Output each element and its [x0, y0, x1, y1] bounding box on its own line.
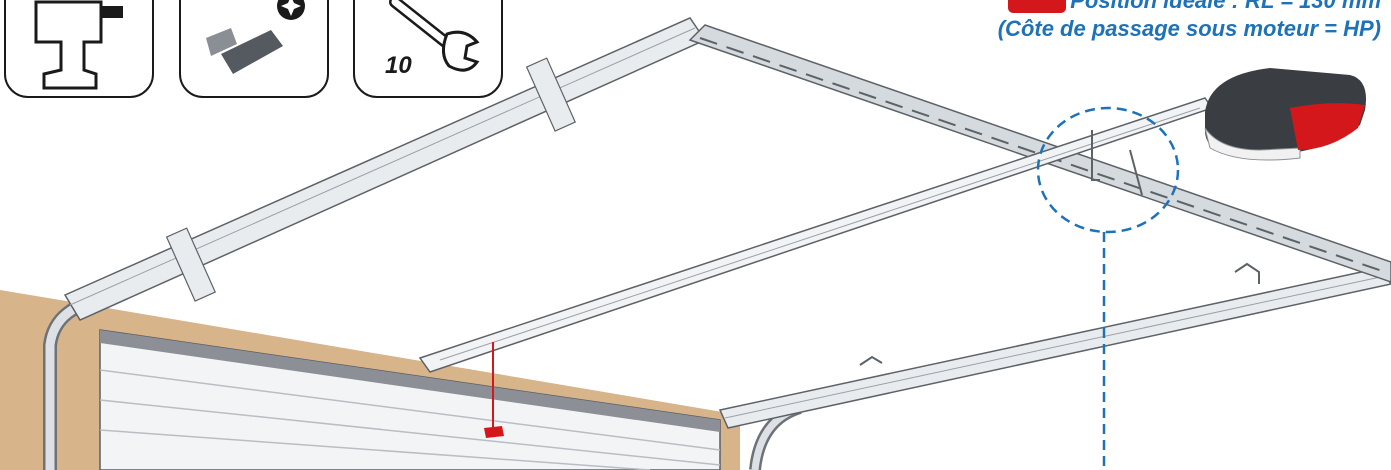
motor-unit [1204, 68, 1366, 161]
left-horizontal-rail [63, 17, 707, 321]
wrench-icon [389, 0, 480, 72]
bit-tool-box [179, 0, 329, 98]
right-horizontal-rail [718, 262, 1391, 429]
wrench-tool-box: 10 [353, 0, 503, 98]
measurement-callout [1036, 106, 1180, 470]
clearance-note: (Côte de passage sous moteur = HP) [997, 16, 1381, 41]
torx-bit-icon [206, 0, 305, 74]
ideal-position-note: Position idéale : RL = 130 mm [1008, 0, 1381, 14]
drill-icon [34, 0, 123, 90]
warning-badge-icon [1008, 0, 1067, 14]
emergency-release [484, 342, 504, 438]
ceiling-hangers [1091, 130, 1143, 196]
ideal-position-text: Position idéale : RL = 130 mm [1070, 0, 1381, 13]
wrench-size-label: 10 [385, 52, 412, 79]
garage-door [99, 329, 721, 470]
drill-tool-box [4, 0, 154, 98]
